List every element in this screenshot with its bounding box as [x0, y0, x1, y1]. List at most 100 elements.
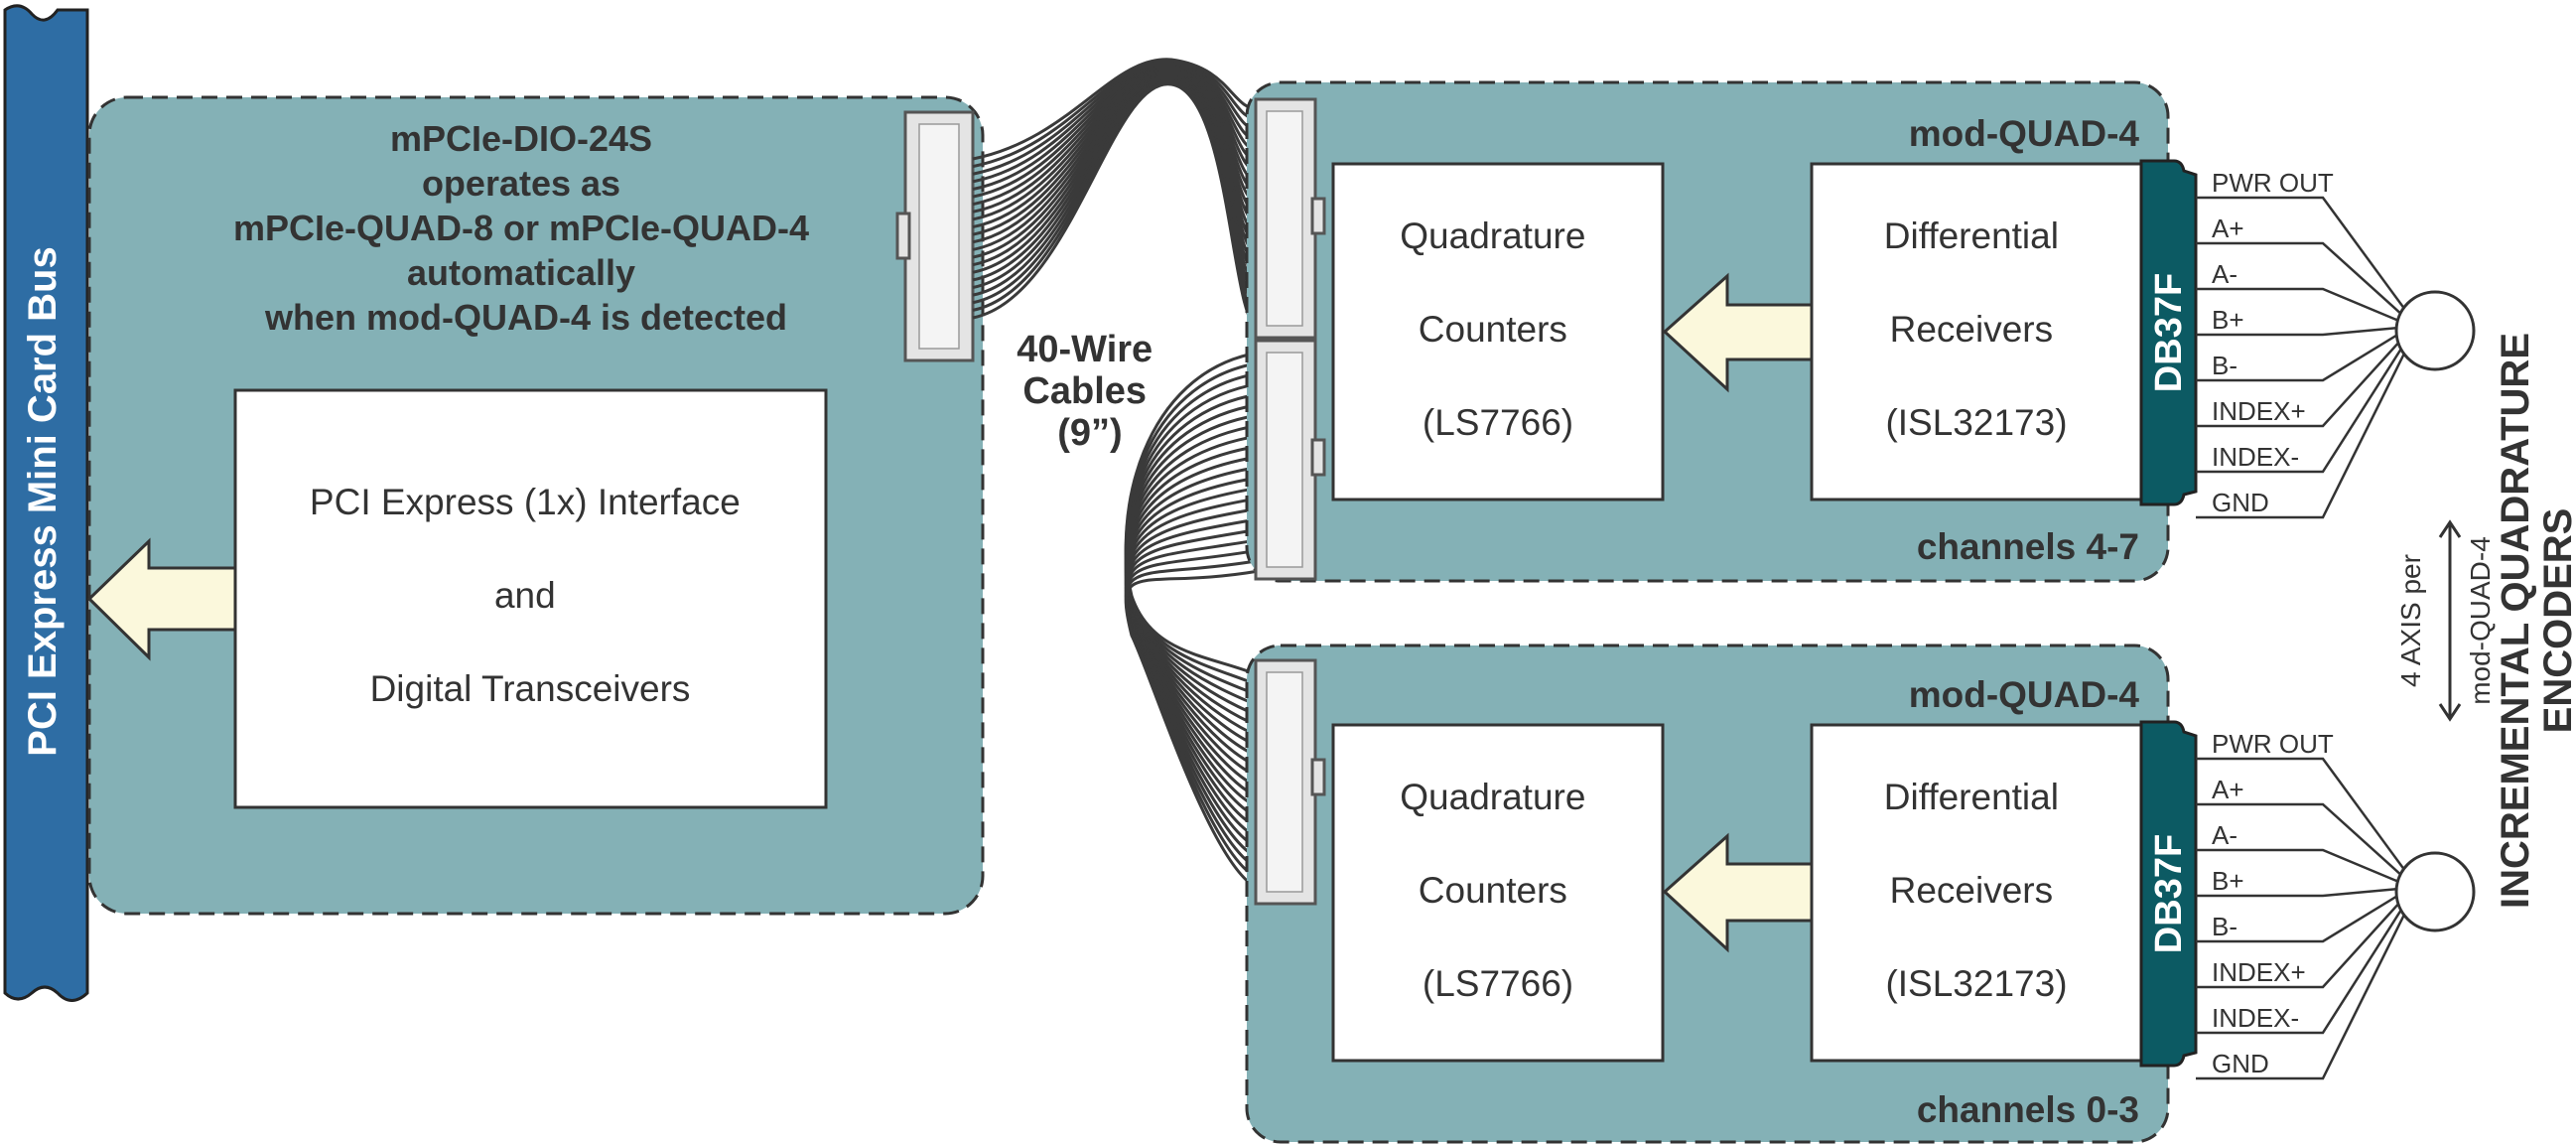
module-title: mod-QUAD-4 — [1909, 674, 2140, 715]
main-card-description-line: mPCIe-DIO-24S — [390, 118, 652, 159]
module-header-connector — [1254, 658, 1326, 906]
counters-line: Quadrature — [1400, 777, 1585, 817]
interface-box-line: PCI Express (1x) Interface — [310, 482, 741, 522]
signal-wire — [2196, 887, 2400, 898]
counters-line: Counters — [1419, 309, 1567, 350]
signal-wire — [2196, 900, 2402, 989]
signal-label: B+ — [2212, 305, 2244, 335]
encoders-label: INCREMENTAL QUADRATURE ENCODERS — [2494, 333, 2576, 909]
cable-label-line: Cables — [1022, 370, 1147, 412]
interface-box — [233, 388, 828, 809]
pci-express-bus: PCI Express Mini Card Bus — [3, 4, 89, 1002]
counters-box — [1331, 162, 1665, 501]
signal-label: A+ — [2212, 775, 2244, 804]
signal-label: B- — [2212, 912, 2237, 941]
receivers-text: Differential Receivers (ISL32173) — [1884, 215, 2069, 443]
encoder-icon — [2394, 290, 2476, 371]
signal-wire — [2196, 848, 2402, 885]
main-card-description-line: mPCIe-QUAD-8 or mPCIe-QUAD-4 — [233, 208, 809, 248]
signal-wire — [2196, 332, 2400, 382]
module-channels: channels 0-3 — [1917, 1089, 2139, 1130]
module-channels: channels 4-7 — [1917, 526, 2139, 567]
signal-wire — [2196, 351, 2407, 519]
module-channels-0-3: mod-QUAD-4 channels 0-3 Quadrature Count… — [1245, 644, 2198, 1144]
counters-line: Counters — [1419, 870, 1567, 911]
interface-box-line: and — [494, 575, 556, 616]
receivers-line: (ISL32173) — [1885, 963, 2067, 1004]
signal-label: PWR OUT — [2212, 168, 2334, 198]
cable-wire — [1124, 569, 1260, 891]
encoders-label-line: INCREMENTAL QUADRATURE — [2494, 333, 2537, 909]
receivers-text: Differential Receivers (ISL32173) — [1884, 777, 2069, 1004]
receivers-line: Receivers — [1890, 870, 2054, 911]
signal-label: INDEX- — [2212, 1003, 2299, 1033]
signal-wire — [2196, 906, 2405, 1035]
signal-label: A+ — [2212, 214, 2244, 243]
module-channels-4-7: mod-QUAD-4 channels 4-7 Quadrature Count… — [1245, 80, 2198, 583]
arrow-receivers-to-counters — [1662, 832, 1814, 953]
double-arrow-icon — [2438, 519, 2462, 722]
interface-box-line: Digital Transceivers — [370, 668, 691, 709]
signal-label: INDEX+ — [2212, 396, 2306, 426]
cable-label: 40-Wire Cables (9”) — [1017, 329, 1163, 454]
main-card-description-line: operates as — [422, 163, 620, 204]
signal-label: A- — [2212, 259, 2237, 289]
main-card: mPCIe-DIO-24S operates as mPCIe-QUAD-8 o… — [86, 95, 985, 916]
encoder-icon — [2394, 851, 2476, 932]
main-card-description-line: automatically — [407, 252, 635, 293]
bus-bar — [3, 4, 89, 1002]
db37f-label: DB37F — [2148, 834, 2190, 953]
cable-wire — [972, 82, 1260, 330]
cable-label-line: 40-Wire — [1017, 329, 1152, 370]
main-card-description: mPCIe-DIO-24S operates as mPCIe-QUAD-8 o… — [233, 118, 819, 338]
signal-wire — [2196, 802, 2404, 878]
receivers-line: Differential — [1884, 215, 2059, 256]
receivers-line: Receivers — [1890, 309, 2054, 350]
arrow-to-bus — [86, 537, 237, 661]
counters-text: Quadrature Counters (LS7766) — [1400, 215, 1595, 443]
signal-label: GND — [2212, 1049, 2269, 1078]
bus-label: PCI Express Mini Card Bus — [21, 246, 65, 756]
counters-text: Quadrature Counters (LS7766) — [1400, 777, 1595, 1004]
receivers-box — [1810, 723, 2143, 1063]
counters-line: Quadrature — [1400, 215, 1585, 256]
signal-wire — [2196, 339, 2402, 428]
signal-wire — [2196, 757, 2406, 872]
cable-label-line: (9”) — [1057, 412, 1122, 454]
signal-label: INDEX+ — [2212, 957, 2306, 987]
main-card-header-connector — [895, 110, 975, 362]
db37f-connector: DB37F — [2139, 720, 2198, 1068]
interface-box-text: PCI Express (1x) Interface and Digital T… — [310, 482, 750, 709]
counters-line: (LS7766) — [1423, 402, 1573, 443]
module-header-connectors — [1254, 97, 1326, 581]
axis-note: 4 AXIS per mod-QUAD-4 — [2395, 519, 2496, 722]
signal-wire — [2196, 326, 2400, 337]
ribbon-cables — [972, 58, 1260, 891]
signal-fans: PWR OUT A+ A- B+ B- INDEX+ INDEX- GND PWR OUT A+ A… — [2196, 168, 2476, 1080]
signal-wire — [2196, 345, 2405, 474]
signal-label: GND — [2212, 488, 2269, 517]
signal-wire — [2196, 287, 2402, 324]
encoders-label-line: ENCODERS — [2536, 508, 2576, 734]
counters-line: (LS7766) — [1423, 963, 1573, 1004]
module-title: mod-QUAD-4 — [1909, 113, 2140, 154]
signal-wire — [2196, 241, 2404, 317]
signal-wire — [2196, 912, 2407, 1080]
db37f-connector: DB37F — [2139, 159, 2198, 506]
signal-wire — [2196, 196, 2406, 311]
signal-label: A- — [2212, 820, 2237, 850]
db37f-label: DB37F — [2148, 273, 2190, 392]
signal-label: INDEX- — [2212, 442, 2299, 472]
signal-wire — [2196, 893, 2400, 943]
receivers-box — [1810, 162, 2143, 501]
axis-note-line: 4 AXIS per — [2395, 554, 2426, 687]
signal-label: B- — [2212, 351, 2237, 380]
signal-label: PWR OUT — [2212, 729, 2334, 759]
arrow-receivers-to-counters — [1662, 272, 1814, 393]
axis-note-line: mod-QUAD-4 — [2465, 536, 2496, 705]
signal-label: B+ — [2212, 866, 2244, 896]
counters-box — [1331, 723, 1665, 1063]
main-card-description-line: when mod-QUAD-4 is detected — [264, 297, 787, 338]
receivers-line: Differential — [1884, 777, 2059, 817]
